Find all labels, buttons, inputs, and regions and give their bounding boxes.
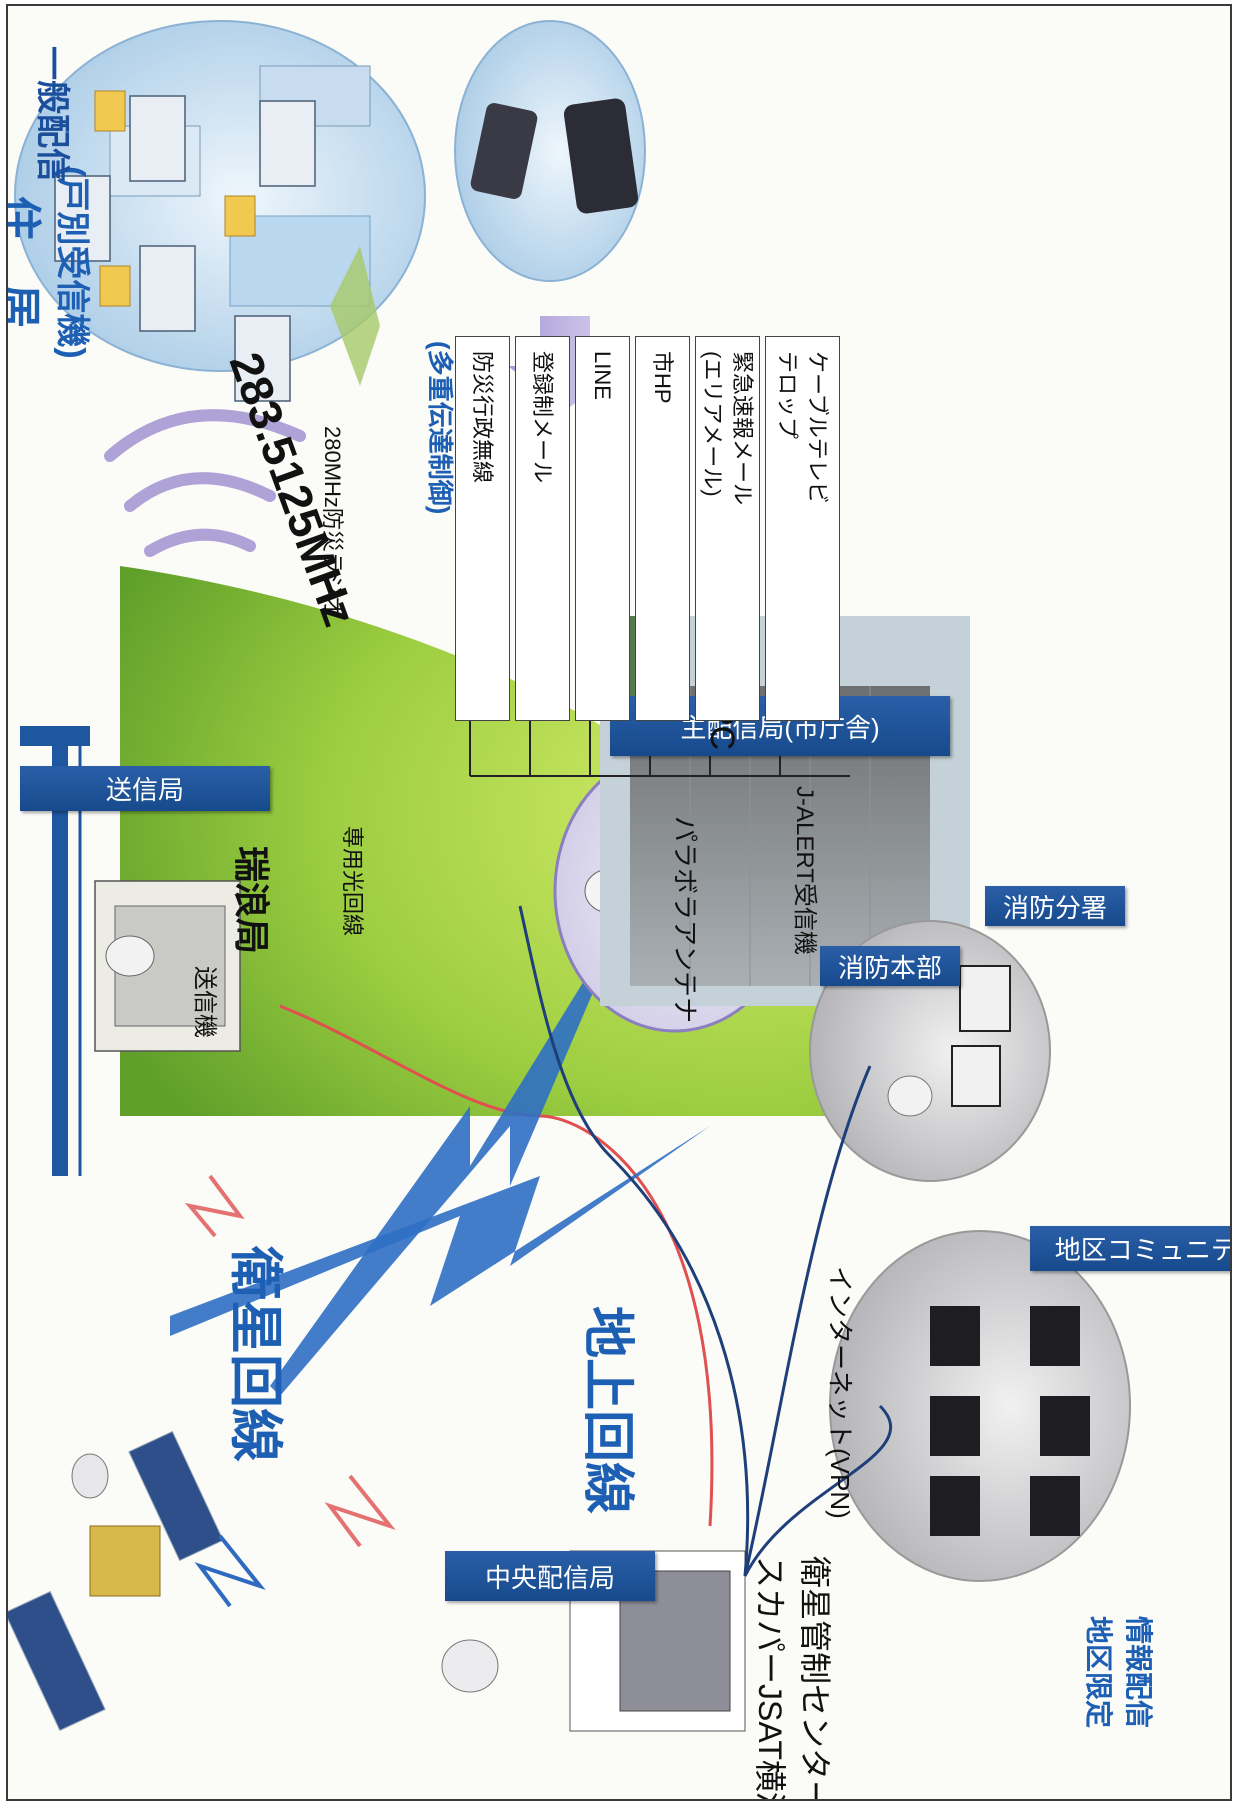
satellite (8, 1430, 224, 1732)
radio-waves (104, 409, 306, 557)
antenna-tower (20, 726, 90, 1176)
transmitter-cabinet (94, 880, 241, 1052)
channel-box-6: ケーブルテレビ テロップ (765, 336, 840, 721)
transmitter-label: 送信機 (191, 966, 218, 1038)
fire-hq-banner: 消防本部 (820, 946, 960, 986)
fire-branch-banner: 消防分署 (985, 886, 1125, 926)
general-delivery-label: 一般配信 (33, 46, 71, 182)
satellite-bolt-1 (170, 1126, 710, 1336)
residence-cluster (14, 20, 426, 402)
channel-box-5: 緊急速報メール (エリアメール) (695, 336, 760, 721)
internet-vpn-label: インターネット(VPN) (825, 1266, 855, 1519)
residence-label-line2: (戸別受信機) (53, 166, 91, 359)
radio-280-label: 280MHz防災ラジオ (320, 426, 345, 618)
fiber-line (279, 1004, 714, 1527)
ground-line-label: 地上回線 (578, 1306, 636, 1515)
diagram-stage: 送信局 主配信局(市庁舎) 中央配信局 消防本部 消防分署 地区コミュニティセン… (8, 6, 1230, 1799)
satellite-line-label: 衛星回線 (225, 1246, 285, 1462)
residence-label-line1: 住 居 (8, 196, 55, 328)
local-limited-label-line2: 情報配信 (1123, 1616, 1154, 1729)
jalert-label: J-ALERT受信機 (791, 786, 818, 955)
uplink-bolt-red (324, 1474, 396, 1548)
parabola-label: パラボラアンテナ (670, 816, 700, 1023)
skyperfect-label-line2: 衛星管制センター (797, 1556, 833, 1801)
dedicated-fiber-label: 専用光回線 (340, 826, 365, 937)
community-center-banner: 地区コミュニティセンター (1030, 1226, 1230, 1271)
mizunami-label: 瑞浪局 (231, 846, 272, 955)
fire-cluster (809, 920, 1051, 1182)
channel-box-4: 市HP (635, 336, 690, 721)
local-limited-label-line1: 地区限定 (1083, 1616, 1114, 1729)
channel-box-2: 登録制メール (515, 336, 570, 721)
transmit-station-banner: 送信局 (20, 766, 270, 811)
skyperfect-label-line1: スカパーJSAT横浜 (752, 1556, 788, 1801)
network-lines (518, 905, 892, 1577)
channel-box-3: LINE (575, 336, 630, 721)
diagram-frame: 送信局 主配信局(市庁舎) 中央配信局 消防本部 消防分署 地区コミュニティセン… (6, 4, 1232, 1801)
central-delivery-banner: 中央配信局 (445, 1551, 655, 1601)
channel-box-1: 防災行政無線 (455, 336, 510, 721)
community-cluster (829, 1230, 1131, 1582)
